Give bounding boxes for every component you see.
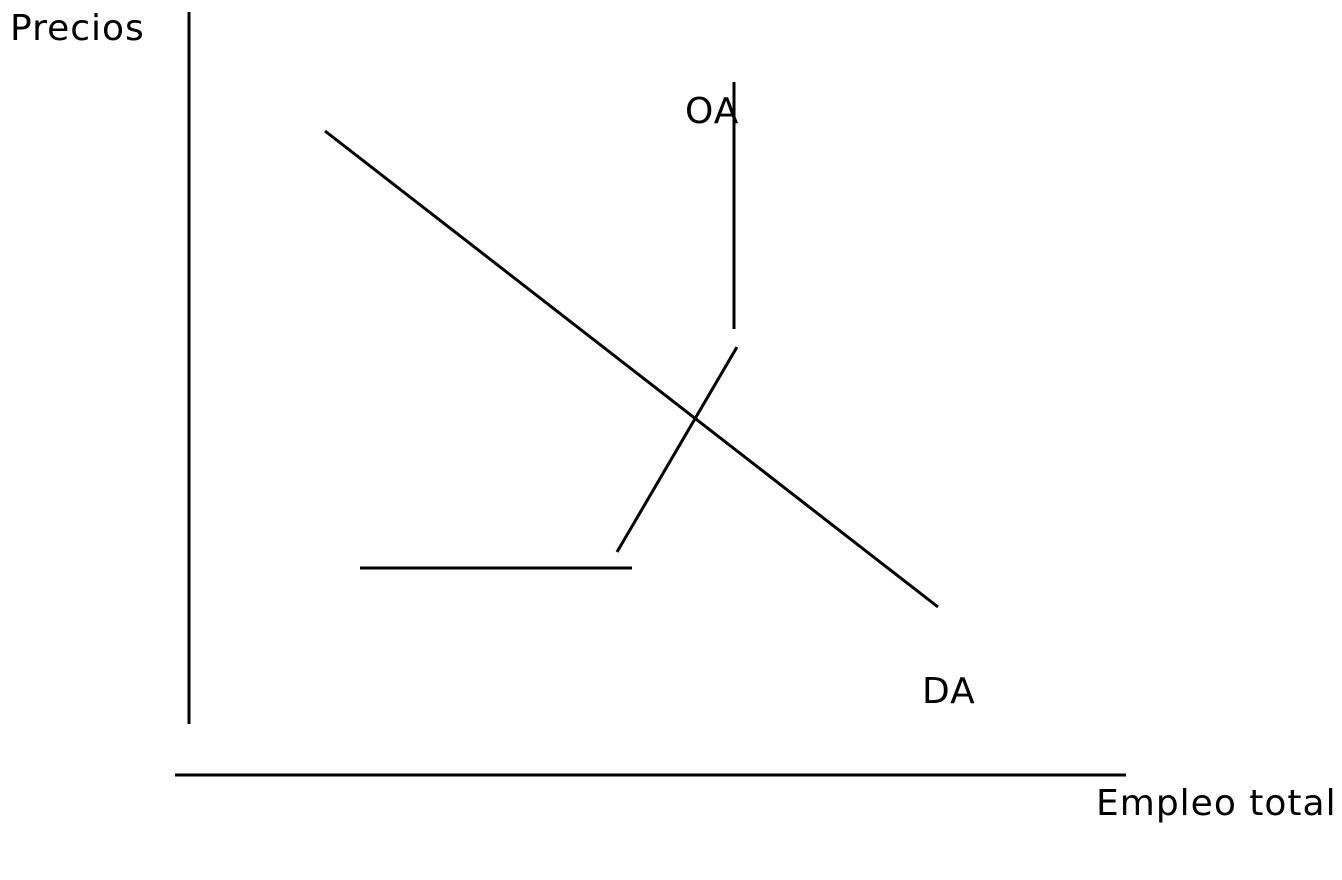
supply-curve-label: OA xyxy=(685,91,739,132)
demand-curve-label: DA xyxy=(922,671,976,712)
demand-curve xyxy=(324,129,939,609)
x-axis-label: Empleo total xyxy=(1096,783,1337,824)
y-axis-label: Precios xyxy=(10,8,145,49)
supply-curve-sloped-segment xyxy=(615,346,739,553)
